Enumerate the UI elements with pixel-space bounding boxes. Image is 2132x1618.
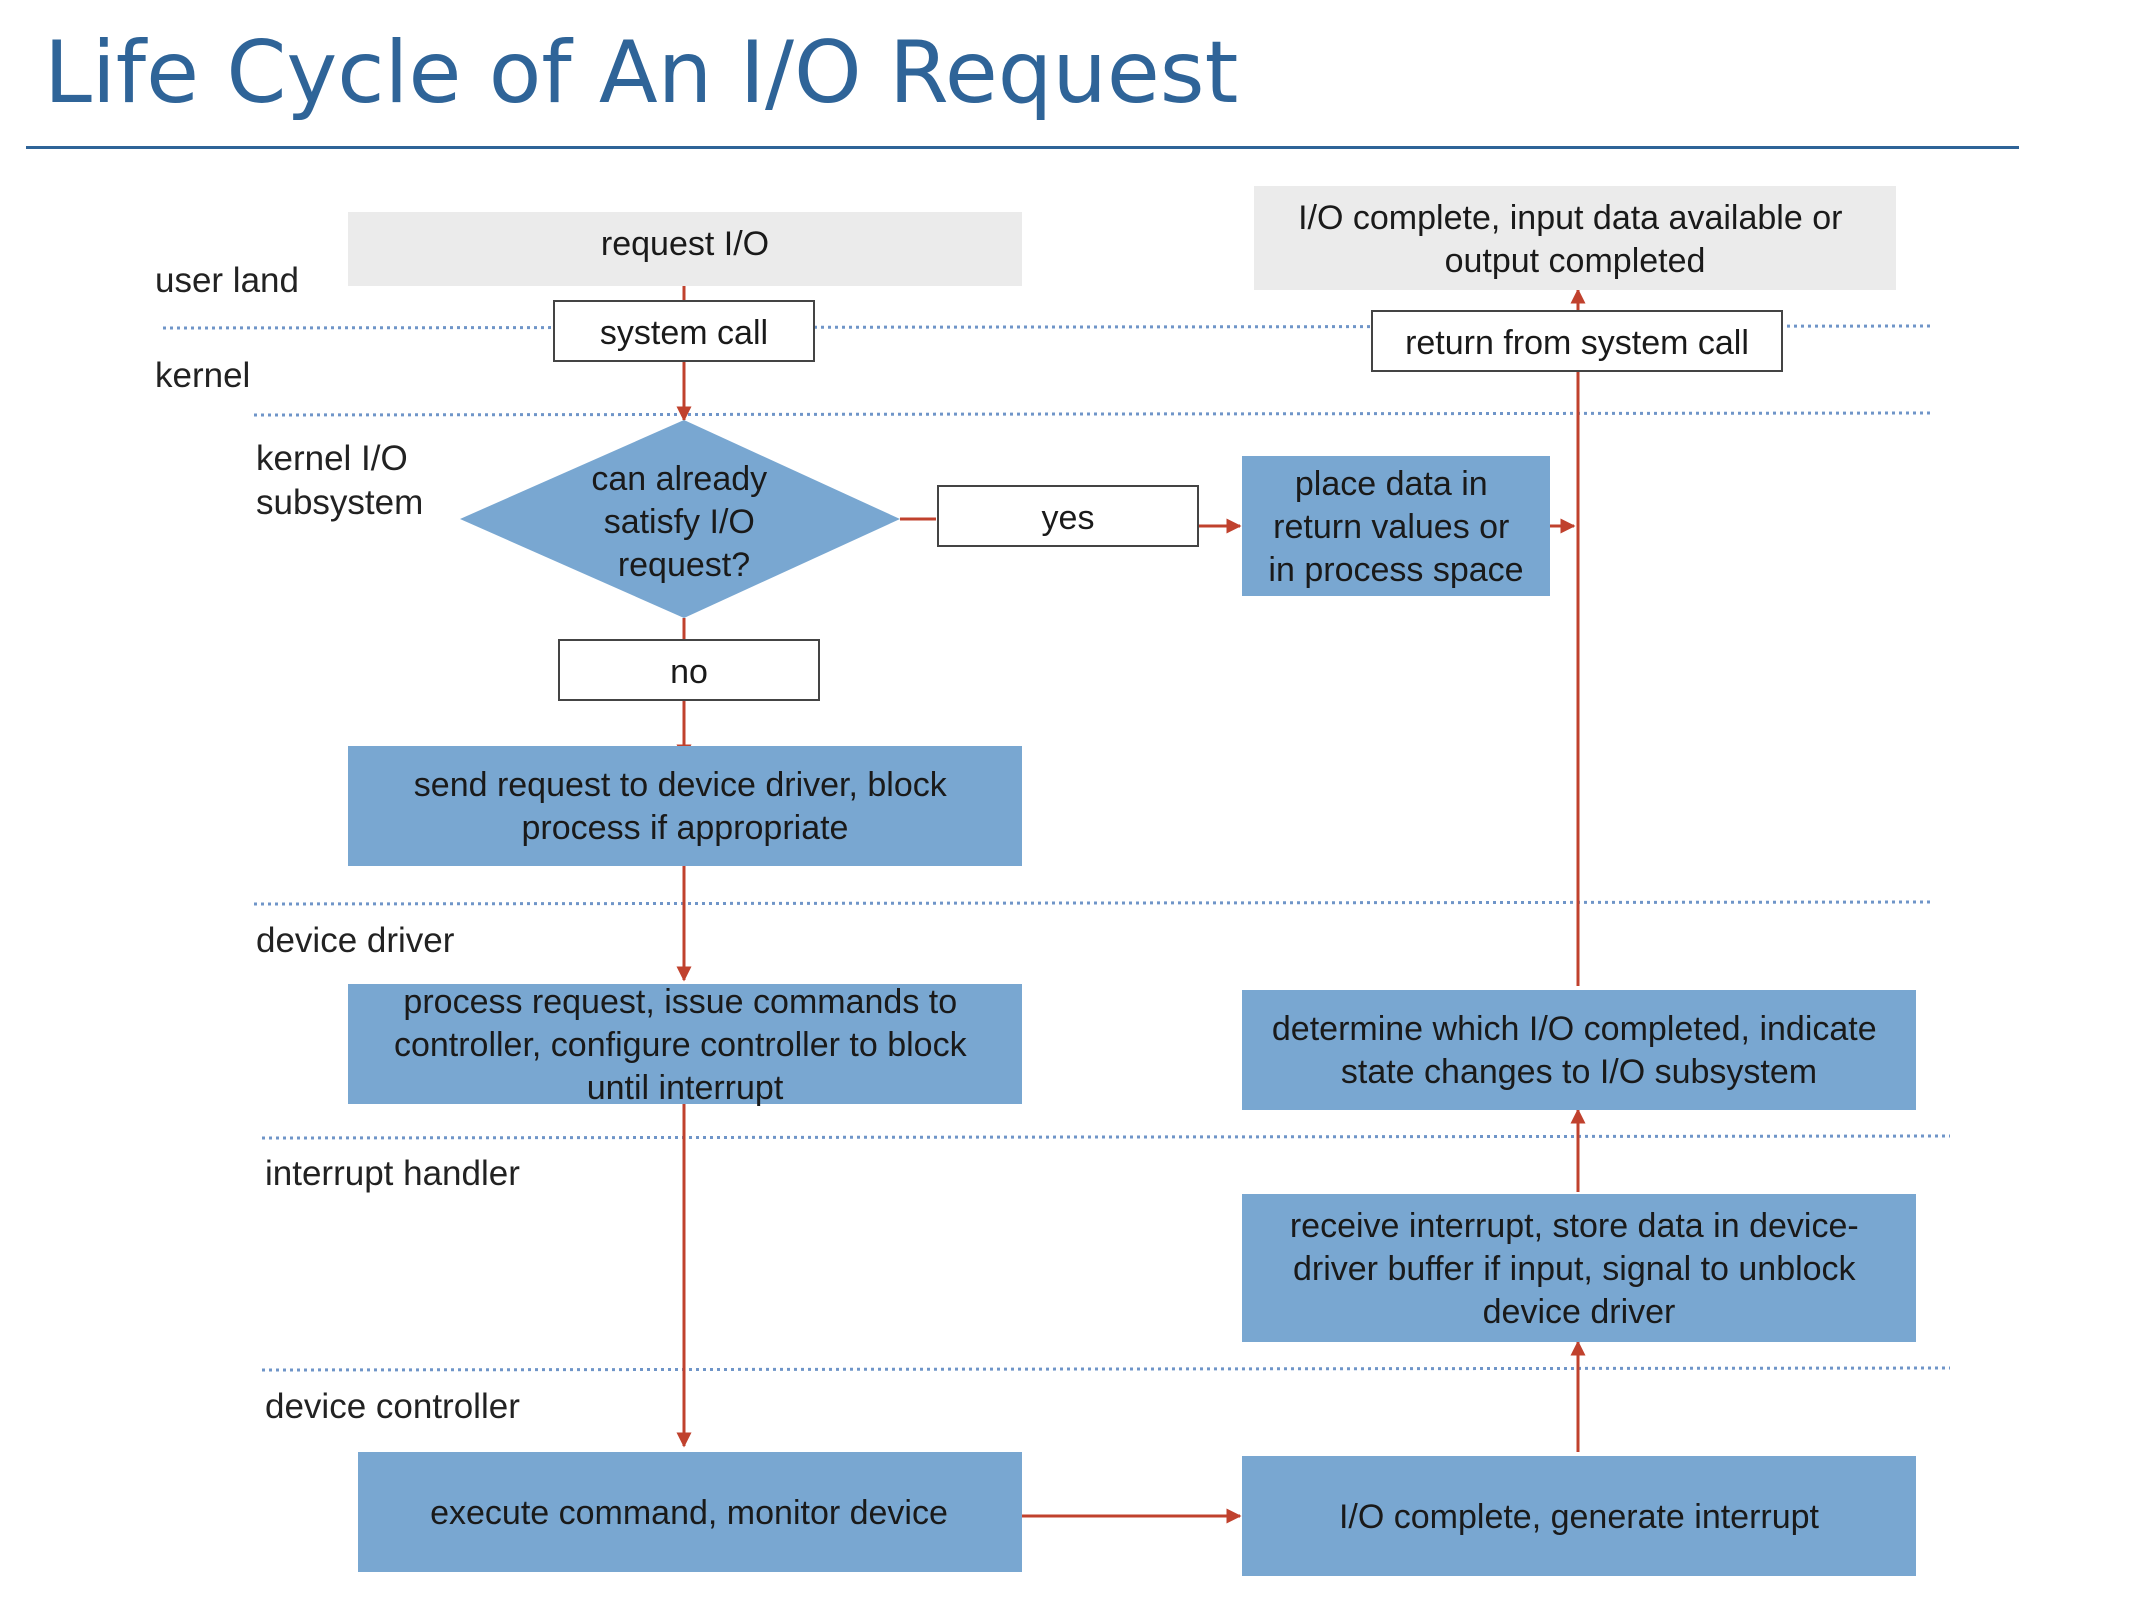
node-line: I/O complete, input data available or xyxy=(1298,199,1842,237)
title-underline xyxy=(26,146,2019,149)
node-line: can already xyxy=(591,460,767,498)
node-receive-interrupt-label: receive interrupt, store data in device-… xyxy=(1290,1207,1868,1331)
node-io-complete-interrupt-label: I/O complete, generate interrupt xyxy=(1339,1498,1820,1536)
layer-label-user-land: user land xyxy=(155,261,299,300)
node-determine-completed-label: determine which I/O completed, indicate … xyxy=(1272,1010,1886,1091)
node-line: driver buffer if input, signal to unbloc… xyxy=(1293,1250,1857,1288)
separator-driver-interrupt xyxy=(261,1134,1951,1140)
node-execute-command-box xyxy=(358,1452,1022,1572)
layer-label-kernel: kernel xyxy=(155,356,250,395)
node-line: process request, issue commands to xyxy=(403,983,957,1021)
node-decision-diamond xyxy=(460,420,900,618)
separator-kernel-subsystem xyxy=(253,411,1931,417)
node-determine-completed: determine which I/O completed, indicate … xyxy=(1242,990,1916,1110)
node-system-call-label: system call xyxy=(600,314,768,352)
node-line: return values or xyxy=(1273,508,1509,546)
node-line: output completed xyxy=(1445,242,1706,280)
node-line: return from system call xyxy=(1405,324,1749,362)
node-line: device driver xyxy=(1483,1293,1676,1331)
node-return-syscall: return from system call xyxy=(1371,310,1783,372)
node-place-data-box xyxy=(1242,456,1550,596)
node-line: system call xyxy=(600,314,768,352)
node-line: controller, configure controller to bloc… xyxy=(394,1026,968,1064)
node-no-box xyxy=(558,639,820,701)
layer-label-device-controller: device controller xyxy=(265,1387,520,1426)
node-determine-completed-box xyxy=(1242,990,1916,1110)
node-no: no xyxy=(558,639,820,701)
node-line: until interrupt xyxy=(587,1069,784,1107)
node-line: send request to device driver, block xyxy=(414,766,948,804)
node-io-complete-user: I/O complete, input data available or ou… xyxy=(1254,186,1896,290)
separator-interrupt-controller xyxy=(261,1366,1951,1372)
node-process-request-box xyxy=(348,984,1022,1104)
node-execute-command-label: execute command, monitor device xyxy=(430,1494,948,1532)
node-process-request: process request, issue commands to contr… xyxy=(348,983,1022,1107)
node-send-request: send request to device driver, block pro… xyxy=(348,746,1022,866)
node-return-syscall-box xyxy=(1371,310,1783,372)
node-send-request-box xyxy=(348,746,1022,866)
layer-label-line: kernel I/O xyxy=(256,439,408,478)
node-return-syscall-label: return from system call xyxy=(1405,324,1749,362)
node-line: yes xyxy=(1042,499,1095,537)
node-yes-box xyxy=(937,485,1199,547)
node-no-label: no xyxy=(670,653,708,691)
node-request-io: request I/O xyxy=(348,212,1022,286)
node-line: determine which I/O completed, indicate xyxy=(1272,1010,1877,1048)
node-yes-label: yes xyxy=(1042,499,1095,537)
node-decision-label: can already satisfy I/O request? xyxy=(591,460,776,584)
node-request-io-label: request I/O xyxy=(601,225,769,263)
node-io-complete-user-box xyxy=(1254,186,1896,290)
node-line: no xyxy=(670,653,708,691)
node-send-request-label: send request to device driver, block pro… xyxy=(414,766,956,847)
node-line: state changes to I/O subsystem xyxy=(1341,1053,1817,1091)
node-system-call-box xyxy=(553,300,815,362)
node-io-complete-interrupt: I/O complete, generate interrupt xyxy=(1242,1456,1916,1576)
node-decision: can already satisfy I/O request? xyxy=(460,420,900,618)
node-receive-interrupt-box xyxy=(1242,1194,1916,1342)
node-line: execute command, monitor device xyxy=(430,1494,948,1532)
node-line: process if appropriate xyxy=(522,809,849,847)
node-io-complete-user-label: I/O complete, input data available or ou… xyxy=(1298,199,1852,280)
layer-label-device-driver: device driver xyxy=(256,921,455,960)
node-io-complete-interrupt-box xyxy=(1242,1456,1916,1576)
node-place-data-label: place data in return values or in proces… xyxy=(1268,465,1523,589)
node-line: I/O complete, generate interrupt xyxy=(1339,1498,1820,1536)
node-line: receive interrupt, store data in device- xyxy=(1290,1207,1859,1245)
node-line: in process space xyxy=(1268,551,1523,589)
page-title: Life Cycle of An I/O Request xyxy=(44,23,1239,123)
node-process-request-label: process request, issue commands to contr… xyxy=(394,983,976,1107)
separator-subsystem-driver xyxy=(253,900,1935,906)
node-request-io-box xyxy=(348,212,1022,286)
node-line: request? xyxy=(618,546,750,584)
node-receive-interrupt: receive interrupt, store data in device-… xyxy=(1242,1194,1916,1342)
node-line: place data in xyxy=(1295,465,1488,503)
layer-label-interrupt-handler: interrupt handler xyxy=(265,1154,520,1193)
node-system-call: system call xyxy=(553,300,815,362)
node-line: satisfy I/O xyxy=(604,503,755,541)
node-line: request I/O xyxy=(601,225,769,263)
layer-label-line: subsystem xyxy=(256,483,423,522)
node-place-data: place data in return values or in proces… xyxy=(1242,456,1550,596)
node-yes: yes xyxy=(937,485,1199,547)
node-execute-command: execute command, monitor device xyxy=(358,1452,1022,1572)
layer-label-kernel-io-subsystem: kernel I/O subsystem xyxy=(256,439,423,522)
